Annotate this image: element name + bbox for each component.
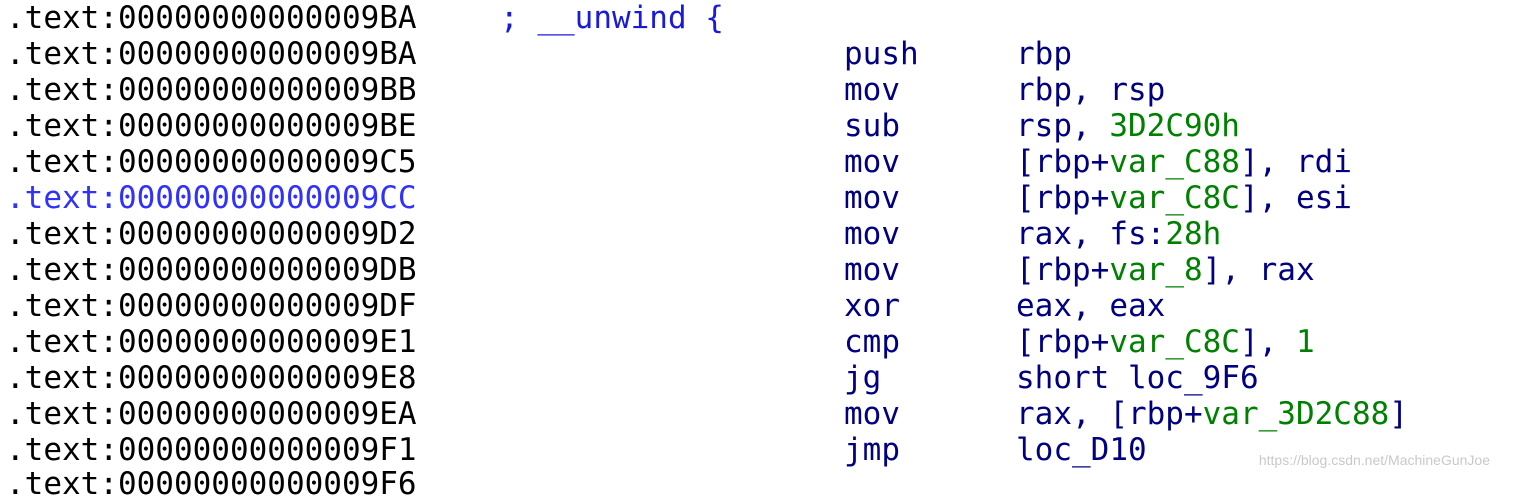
instruction-operands[interactable]: rbp, rsp bbox=[1016, 72, 1165, 108]
register-operand: rax, fs: bbox=[1016, 216, 1166, 252]
instruction-mnemonic[interactable]: mov bbox=[844, 252, 900, 288]
instruction-mnemonic[interactable]: sub bbox=[844, 108, 900, 144]
operand-syntax: ], rax bbox=[1202, 252, 1315, 288]
operand-syntax: ], esi bbox=[1239, 180, 1352, 216]
line-address[interactable]: .text:00000000000009E8 bbox=[6, 360, 417, 396]
instruction-mnemonic[interactable]: push bbox=[844, 36, 919, 72]
stack-variable[interactable]: var_C8C bbox=[1109, 324, 1240, 360]
numeric-operand: 28h bbox=[1165, 216, 1222, 252]
numeric-operand: 3D2C90h bbox=[1109, 108, 1240, 144]
operand-syntax: ] bbox=[1389, 396, 1408, 432]
instruction-operands[interactable]: [rbp+var_8], rax bbox=[1016, 252, 1315, 288]
line-address[interactable]: .text:00000000000009F6 bbox=[6, 466, 417, 502]
code-reference[interactable]: short loc_9F6 bbox=[1016, 360, 1259, 396]
line-address[interactable]: .text:00000000000009D2 bbox=[6, 216, 417, 252]
instruction-mnemonic[interactable]: mov bbox=[844, 144, 900, 180]
line-address[interactable]: .text:00000000000009CC bbox=[6, 180, 417, 216]
instruction-operands[interactable]: rsp, 3D2C90h bbox=[1016, 108, 1240, 144]
line-address[interactable]: .text:00000000000009DF bbox=[6, 288, 417, 324]
instruction-mnemonic[interactable]: mov bbox=[844, 72, 900, 108]
line-address[interactable]: .text:00000000000009BB bbox=[6, 72, 417, 108]
instruction-operands[interactable]: short loc_9F6 bbox=[1016, 360, 1259, 396]
instruction-mnemonic[interactable]: jg bbox=[844, 360, 882, 396]
instruction-mnemonic[interactable]: xor bbox=[844, 288, 900, 324]
stack-variable[interactable]: var_C88 bbox=[1109, 144, 1240, 180]
line-address[interactable]: .text:00000000000009EA bbox=[6, 396, 417, 432]
instruction-operands[interactable]: [rbp+var_C88], rdi bbox=[1016, 144, 1352, 180]
code-reference[interactable]: loc_D10 bbox=[1016, 432, 1147, 468]
operand-syntax: [rbp+ bbox=[1016, 180, 1110, 216]
instruction-operands[interactable]: rbp bbox=[1016, 36, 1072, 72]
operand-syntax: rax, [rbp+ bbox=[1016, 396, 1203, 432]
instruction-operands[interactable]: rax, fs:28h bbox=[1016, 216, 1221, 252]
instruction-operands[interactable]: [rbp+var_C8C], 1 bbox=[1016, 324, 1315, 360]
line-address[interactable]: .text:00000000000009BA bbox=[6, 0, 417, 36]
instruction-operands[interactable]: rax, [rbp+var_3D2C88] bbox=[1016, 396, 1408, 432]
instruction-mnemonic[interactable]: mov bbox=[844, 396, 900, 432]
stack-variable[interactable]: var_C8C bbox=[1109, 180, 1240, 216]
operand-syntax: [rbp+ bbox=[1016, 144, 1110, 180]
operand-syntax: [rbp+ bbox=[1016, 252, 1110, 288]
instruction-mnemonic[interactable]: mov bbox=[844, 180, 900, 216]
watermark: https://blog.csdn.net/MachineGunJoe bbox=[1258, 452, 1490, 468]
instruction-operands[interactable]: eax, eax bbox=[1016, 288, 1165, 324]
operand-syntax: [rbp+ bbox=[1016, 324, 1110, 360]
register-operand: eax, eax bbox=[1016, 288, 1166, 324]
instruction-operands[interactable]: loc_D10 bbox=[1016, 432, 1147, 468]
instruction-mnemonic[interactable]: cmp bbox=[844, 324, 900, 360]
numeric-operand: 1 bbox=[1295, 324, 1315, 360]
line-address[interactable]: .text:00000000000009F1 bbox=[6, 432, 417, 468]
instruction-mnemonic[interactable]: mov bbox=[844, 216, 900, 252]
line-address[interactable]: .text:00000000000009E1 bbox=[6, 324, 417, 360]
stack-variable[interactable]: var_8 bbox=[1109, 252, 1203, 288]
instruction-operands[interactable]: [rbp+var_C8C], esi bbox=[1016, 180, 1352, 216]
register-operand: rbp bbox=[1016, 36, 1072, 72]
line-address[interactable]: .text:00000000000009C5 bbox=[6, 144, 417, 180]
line-address[interactable]: .text:00000000000009BE bbox=[6, 108, 417, 144]
stack-variable[interactable]: var_3D2C88 bbox=[1202, 396, 1390, 432]
operand-syntax: ], rdi bbox=[1239, 144, 1352, 180]
line-comment: ; __unwind { bbox=[500, 0, 724, 36]
line-address[interactable]: .text:00000000000009BA bbox=[6, 36, 417, 72]
instruction-mnemonic[interactable]: jmp bbox=[844, 432, 900, 468]
line-address[interactable]: .text:00000000000009DB bbox=[6, 252, 417, 288]
operand-syntax: ], bbox=[1239, 324, 1296, 360]
register-operand: rsp, bbox=[1016, 108, 1110, 144]
register-operand: rbp, rsp bbox=[1016, 72, 1166, 108]
